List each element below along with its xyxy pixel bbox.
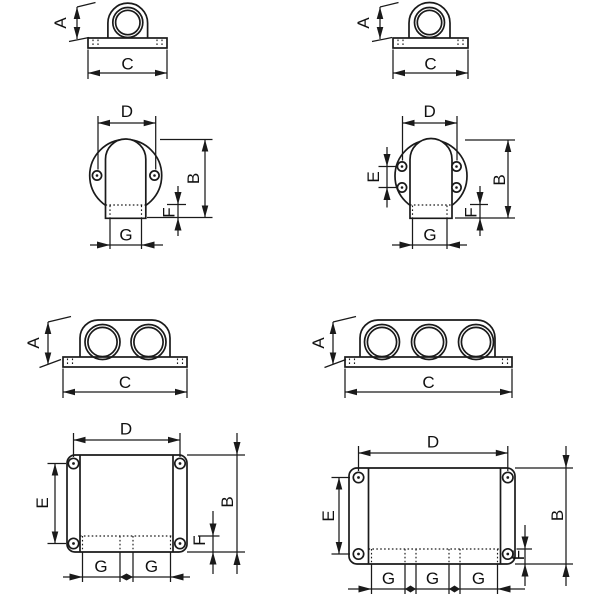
dim-label-e: E: [319, 510, 338, 521]
clamp-bell-outline: [409, 137, 453, 220]
dim-g-q3: G G: [63, 552, 190, 582]
dim-b-q1: B: [147, 138, 213, 219]
bore-outer-circle: [111, 6, 144, 39]
saddle-outline: [79, 319, 171, 357]
dim-a-q2: A: [354, 1, 399, 43]
dim-e-q4: E: [319, 476, 350, 555]
dim-label-g: G: [423, 226, 436, 245]
bore-inner-circle: [87, 326, 118, 358]
dim-label-d: D: [120, 420, 132, 439]
dim-label-a: A: [309, 337, 328, 349]
view-q2-front: A C: [354, 1, 469, 79]
dim-d-q2: D: [401, 102, 458, 161]
bore-outer-circle: [457, 323, 495, 361]
dim-label-g: G: [119, 226, 132, 245]
dim-c-q4: C: [344, 368, 513, 398]
bore-inner-circle: [413, 326, 445, 358]
dim-label-g2: G: [426, 569, 439, 588]
view-q3-plan: D E B F: [33, 420, 245, 582]
dim-f-q1: F: [160, 186, 186, 236]
body-outline: [66, 454, 188, 553]
view-q2-plan: D E B F G: [364, 102, 515, 249]
dim-e-q3: E: [33, 462, 66, 545]
dim-a-q1: A: [51, 1, 96, 43]
dim-a-q4: A: [309, 315, 357, 369]
dim-d-q4: D: [357, 433, 509, 471]
dim-label-f: F: [509, 550, 528, 560]
chain-dimension-diamond: [449, 585, 460, 593]
dim-a-q3: A: [24, 315, 72, 369]
dim-label-c: C: [121, 55, 133, 74]
dim-label-d: D: [427, 433, 439, 452]
dim-label-b: B: [218, 496, 237, 507]
dim-f-q2: F: [462, 186, 488, 236]
dim-label-e: E: [33, 497, 52, 508]
chain-dimension-diamond: [405, 585, 416, 593]
base-plate-outline: [392, 37, 469, 49]
dim-f-q3: F: [190, 511, 220, 574]
bore-inner-circle: [416, 9, 443, 36]
dim-label-f: F: [160, 207, 179, 217]
bore-outer-circle: [84, 323, 121, 361]
dim-label-b: B: [184, 173, 203, 184]
dim-label-g1: G: [382, 569, 395, 588]
dim-label-d: D: [121, 102, 133, 121]
dim-label-c: C: [424, 55, 436, 74]
bore-inner-circle: [366, 326, 398, 358]
dim-e-q2: E: [364, 147, 397, 208]
saddle-outline: [107, 2, 149, 38]
dim-f-q4: F: [509, 525, 532, 586]
bore-outer-circle: [130, 323, 167, 361]
dim-c-q2: C: [392, 49, 469, 79]
dim-label-e: E: [364, 171, 383, 182]
dim-label-g1: G: [94, 557, 107, 576]
bore-inner-circle: [460, 326, 492, 358]
dim-label-g2: G: [145, 557, 158, 576]
dim-label-a: A: [51, 17, 70, 29]
bore-inner-circle: [114, 9, 141, 36]
base-plate-outline: [87, 37, 168, 49]
view-q4-front: A C: [309, 315, 513, 398]
dim-g-q1: G: [90, 218, 163, 249]
dim-b-q3: B: [187, 433, 245, 574]
dim-label-b: B: [548, 510, 567, 521]
view-q1-plan: D B F G: [88, 102, 213, 249]
body-outline: [348, 467, 516, 565]
dim-b-q2: B: [455, 139, 515, 219]
bore-outer-circle: [410, 323, 448, 361]
dim-b-q4: B: [515, 446, 573, 586]
dim-label-c: C: [119, 373, 131, 392]
dim-c-q3: C: [62, 368, 188, 398]
dim-label-f: F: [462, 207, 481, 217]
dim-label-f: F: [190, 535, 209, 545]
clamp-bell-outline: [104, 138, 147, 220]
dim-g-q4: G G G: [348, 564, 525, 594]
view-q1-front: A C: [51, 1, 168, 79]
dim-c-q1: C: [87, 49, 168, 79]
dim-d-q3: D: [72, 420, 181, 457]
bore-outer-circle: [413, 6, 446, 39]
dim-label-d: D: [424, 102, 436, 121]
dim-label-a: A: [354, 17, 373, 29]
dim-label-g3: G: [472, 569, 485, 588]
dim-g-q2: G: [392, 218, 467, 249]
view-q4-plan: D E B F: [319, 433, 573, 594]
chain-dimension-diamond: [120, 573, 133, 581]
view-q3-front: A C: [24, 315, 188, 398]
dim-d-q1: D: [97, 102, 157, 170]
base-plate-outline: [344, 356, 513, 368]
dim-label-b: B: [490, 174, 509, 185]
bore-inner-circle: [133, 326, 164, 358]
dim-label-c: C: [422, 373, 434, 392]
base-plate-outline: [62, 356, 188, 368]
saddle-outline: [408, 1, 451, 38]
dim-label-a: A: [24, 337, 43, 349]
saddle-outline: [359, 319, 496, 357]
bore-outer-circle: [363, 323, 401, 361]
